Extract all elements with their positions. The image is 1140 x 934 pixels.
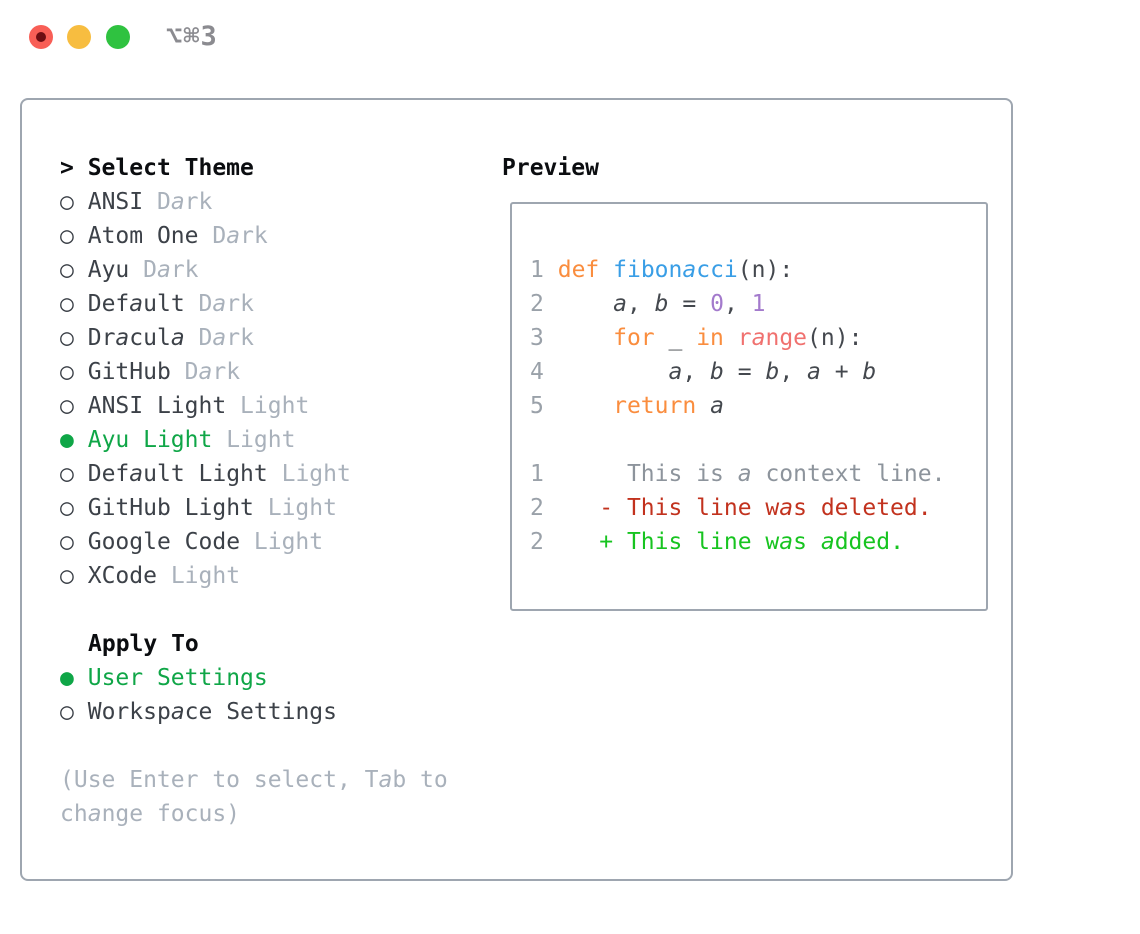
radio-icon: ○ <box>60 393 74 419</box>
code-line: 2 a, b = 0, 1 <box>530 291 766 317</box>
code-line: 4 a, b = b, a + b <box>530 359 877 385</box>
theme-variant: Light <box>212 427 296 453</box>
theme-option[interactable]: ○ Default Dark <box>60 287 351 321</box>
radio-icon: ○ <box>60 291 74 317</box>
apply-to-option[interactable]: ○ Workspace Settings <box>60 695 337 729</box>
code-line: 2 + This line was added. <box>530 529 904 555</box>
theme-name: Dracula <box>87 325 185 351</box>
preview-code: 1 def fibonacci(n): 2 a, b = 0, 1 3 for _ … <box>530 253 945 559</box>
theme-variant: Light <box>226 393 310 419</box>
code-line: 5 return a <box>530 393 724 419</box>
preview-box: 1 def fibonacci(n): 2 a, b = 0, 1 3 for _ … <box>510 202 988 611</box>
theme-name: GitHub <box>87 359 171 385</box>
theme-picker-panel: > Select Theme ○ ANSI Dark○ Atom One Dar… <box>20 98 1013 881</box>
code-line <box>530 423 945 457</box>
theme-name: GitHub Light <box>87 495 254 521</box>
theme-variant: Dark <box>184 291 254 317</box>
radio-icon: ● <box>60 427 74 453</box>
hint-line: (Use Enter to select, Tab to <box>60 767 448 793</box>
theme-variant: Dark <box>198 223 268 249</box>
theme-name: XCode <box>87 563 157 589</box>
code-line: 3 for _ in range(n): <box>530 325 863 351</box>
theme-variant: Light <box>267 461 351 487</box>
theme-option[interactable]: ○ Default Light Light <box>60 457 351 491</box>
theme-name: Default <box>87 291 185 317</box>
theme-name: Google Code <box>87 529 241 555</box>
theme-variant: Light <box>240 529 324 555</box>
theme-name: Atom One <box>87 223 199 249</box>
apply-to-option[interactable]: ● User Settings <box>60 661 337 695</box>
theme-variant: Dark <box>143 189 213 215</box>
theme-variant: Light <box>253 495 337 521</box>
theme-name: ANSI Light <box>87 393 227 419</box>
hint-text: (Use Enter to select, Tab to change focus… <box>60 763 448 831</box>
radio-icon: ○ <box>60 359 74 385</box>
code-line: 1 def fibonacci(n): <box>530 257 794 283</box>
theme-option[interactable]: ○ GitHub Light Light <box>60 491 351 525</box>
radio-icon: ○ <box>60 461 74 487</box>
theme-option[interactable]: ○ ANSI Dark <box>60 185 351 219</box>
theme-name: ANSI <box>87 189 144 215</box>
theme-option[interactable]: ○ ANSI Light Light <box>60 389 351 423</box>
radio-icon: ● <box>60 665 74 691</box>
window-shortcut-label: ⌥⌘3 <box>166 21 218 52</box>
theme-variant: Light <box>156 563 241 589</box>
cursor-icon: > <box>60 155 88 181</box>
apply-to-heading: Apply To <box>88 631 199 657</box>
theme-option[interactable]: ● Ayu Light Light <box>60 423 351 457</box>
apply-to-label: User Settings <box>87 665 268 691</box>
theme-name: Ayu <box>87 257 130 283</box>
radio-icon: ○ <box>60 495 74 521</box>
radio-icon: ○ <box>60 529 74 555</box>
close-button[interactable] <box>29 25 53 49</box>
hint-line: change focus) <box>60 801 241 827</box>
theme-list: ○ ANSI Dark○ Atom One Dark○ Ayu Dark○ De… <box>60 185 351 593</box>
theme-option[interactable]: ○ Ayu Dark <box>60 253 351 287</box>
radio-icon: ○ <box>60 223 74 249</box>
close-dot-icon <box>36 32 46 42</box>
radio-icon: ○ <box>60 563 74 589</box>
theme-option[interactable]: ○ XCode Light <box>60 559 351 593</box>
theme-option[interactable]: ○ Dracula Dark <box>60 321 351 355</box>
radio-icon: ○ <box>60 325 74 351</box>
theme-name: Ayu Light <box>87 427 213 453</box>
radio-icon: ○ <box>60 189 74 215</box>
code-line: 1 This is a context line. <box>530 461 946 487</box>
theme-option[interactable]: ○ GitHub Dark <box>60 355 351 389</box>
radio-icon: ○ <box>60 257 74 283</box>
apply-to-label: Workspace Settings <box>87 699 337 725</box>
theme-variant: Dark <box>170 359 241 385</box>
theme-option[interactable]: ○ Atom One Dark <box>60 219 351 253</box>
theme-variant: Dark <box>129 257 199 283</box>
code-line: 2 - This line was deleted. <box>530 495 932 521</box>
preview-heading: Preview <box>502 155 599 181</box>
theme-name: Default Light <box>87 461 268 487</box>
select-theme-title: Select Theme <box>87 155 254 181</box>
apply-to-list: ● User Settings○ Workspace Settings <box>60 661 337 729</box>
theme-variant: Dark <box>184 325 254 351</box>
radio-icon: ○ <box>60 699 74 725</box>
zoom-button[interactable] <box>106 25 130 49</box>
theme-option[interactable]: ○ Google Code Light <box>60 525 351 559</box>
minimize-button[interactable] <box>67 25 91 49</box>
select-theme-heading: > Select Theme <box>60 151 254 185</box>
